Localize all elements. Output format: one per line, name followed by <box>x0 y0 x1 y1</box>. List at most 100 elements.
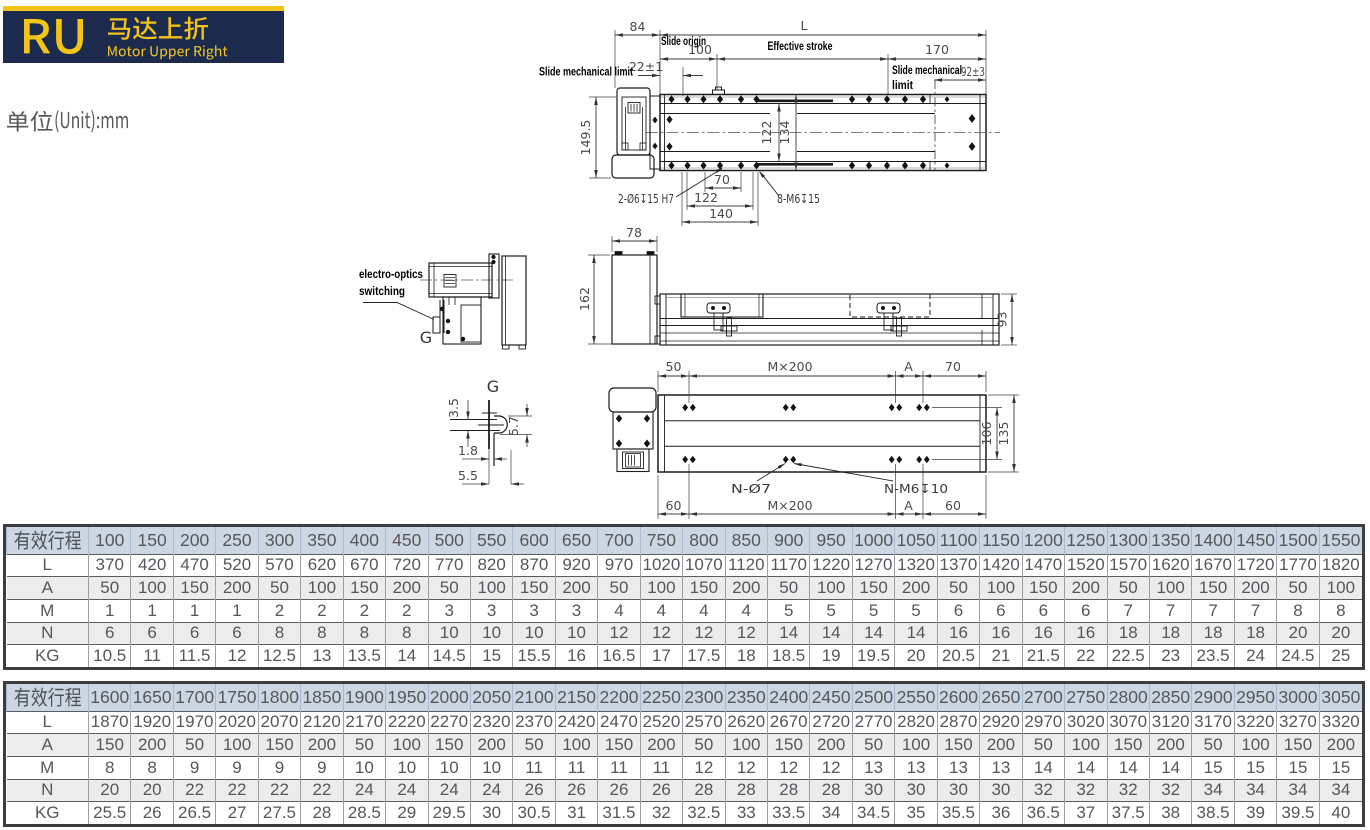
table-cell: 3070 <box>1106 710 1150 734</box>
table-cell: 150 <box>1276 733 1320 757</box>
stroke-value-cell: 900 <box>766 527 810 554</box>
stroke-value-cell: 400 <box>342 527 386 554</box>
dim-label: 60 <box>945 498 961 513</box>
table-cell: 1820 <box>1318 553 1362 577</box>
table-cell: 11 <box>639 755 683 780</box>
row-label-cell: A <box>6 733 89 757</box>
row-label-cell: KG <box>6 644 89 667</box>
table-cell: 12 <box>682 755 726 780</box>
stroke-value-cell: 2700 <box>1021 684 1065 711</box>
table-cell: 34 <box>1318 778 1362 802</box>
table-cell: 200 <box>639 733 683 757</box>
table-cell: 2270 <box>427 710 471 734</box>
table-cell: 20 <box>130 778 174 802</box>
stroke-value-cell: 2950 <box>1233 684 1277 711</box>
dim-label: 3.5 <box>446 398 461 418</box>
table-cell: 1320 <box>894 553 938 577</box>
stroke-header-glyphs <box>14 530 81 550</box>
table-cell: 11.5 <box>172 644 216 667</box>
table-cell: 11 <box>554 755 598 780</box>
table-cell: 2870 <box>936 710 980 734</box>
dim-label: 93 <box>995 312 1010 328</box>
table-cell: 200 <box>469 733 513 757</box>
dim-label: 78 <box>626 225 642 240</box>
electro-optics-label: electro-optics <box>359 269 423 281</box>
table-cell: 8 <box>130 755 174 780</box>
dim-label: 92±3 <box>961 64 985 79</box>
table-cell: 6 <box>979 598 1023 623</box>
table-cell: 32 <box>1148 778 1192 802</box>
stroke-value-cell: 800 <box>682 527 726 554</box>
table-cell: 2320 <box>469 710 513 734</box>
table-cell: 39.5 <box>1276 801 1320 824</box>
table-cell: 15 <box>469 644 513 667</box>
table-cell: 32.5 <box>682 801 726 824</box>
table-cell: 2920 <box>979 710 1023 734</box>
table-cell: 28.5 <box>342 801 386 824</box>
table-cell: 2520 <box>639 710 683 734</box>
stroke-value-cell: 2400 <box>766 684 810 711</box>
table-cell: 620 <box>300 553 344 577</box>
table-cell: 14.5 <box>427 644 471 667</box>
table-cell: 100 <box>215 733 259 757</box>
table-cell: 33.5 <box>766 801 810 824</box>
table-cell: 2720 <box>809 710 853 734</box>
table-cell: 20 <box>1276 621 1320 645</box>
table-cell: 150 <box>172 576 216 600</box>
stroke-value-cell: 1150 <box>979 527 1023 554</box>
table-cell: 2070 <box>257 710 301 734</box>
table-cell: 6 <box>1064 598 1107 623</box>
table-cell: 10 <box>342 755 386 780</box>
table-cell: 6 <box>1021 598 1065 623</box>
row-label-cell: L <box>6 710 89 734</box>
table-cell: 12 <box>724 621 768 645</box>
table-cell: 14 <box>894 621 938 645</box>
table-cell: 8 <box>300 621 344 645</box>
g-detail-view: G3.55.71.85.5 <box>446 377 532 486</box>
table-cell: 970 <box>597 553 641 577</box>
table-cell: 100 <box>130 576 174 600</box>
table-cell: 1870 <box>87 710 131 734</box>
table-cell: 11 <box>130 644 174 667</box>
table-cell: 16 <box>554 644 598 667</box>
table-cell: 28 <box>300 801 344 824</box>
stroke-value-cell: 2850 <box>1148 684 1192 711</box>
table-cell: 22 <box>215 778 259 802</box>
dim-label: 106 <box>979 422 994 446</box>
table-cell: 5 <box>766 598 810 623</box>
table-cell: 3 <box>427 598 471 623</box>
table-cell: 40 <box>1318 801 1362 824</box>
table-cell: 150 <box>1021 576 1065 600</box>
table-cell: 50 <box>257 576 301 600</box>
table-cell: 16 <box>1021 621 1065 645</box>
table-cell: 39 <box>1233 801 1277 824</box>
spec-table-1-table: 有效行程 10015020025030035040045050055060065… <box>6 527 1362 667</box>
table-cell: 150 <box>766 733 810 757</box>
dim-label: 149.5 <box>578 120 593 156</box>
table-cell: 9 <box>257 755 301 780</box>
stroke-value-cell: 950 <box>809 527 853 554</box>
stroke-value-cell: 2500 <box>851 684 895 711</box>
table-cell: 26 <box>512 778 556 802</box>
table-cell: 16 <box>936 621 980 645</box>
table-cell: 1170 <box>766 553 810 577</box>
table-cell: 100 <box>300 576 344 600</box>
table-cell: 50 <box>512 733 556 757</box>
table-cell: 20 <box>87 778 131 802</box>
table-cell: 2020 <box>215 710 259 734</box>
table-cell: 25.5 <box>87 801 131 824</box>
table-cell: 32 <box>639 801 683 824</box>
stroke-value-cell: 1600 <box>87 684 131 711</box>
stroke-value-cell: 2650 <box>979 684 1023 711</box>
table-cell: 200 <box>894 576 938 600</box>
table-cell: 2420 <box>554 710 598 734</box>
table-cell: 13 <box>979 755 1023 780</box>
table-cell: 14 <box>1064 755 1107 780</box>
table-cell: 150 <box>682 576 726 600</box>
table-cell: 16 <box>979 621 1023 645</box>
table-cell: 20 <box>1318 621 1362 645</box>
table-cell: 420 <box>130 553 174 577</box>
table-cell: 770 <box>427 553 471 577</box>
